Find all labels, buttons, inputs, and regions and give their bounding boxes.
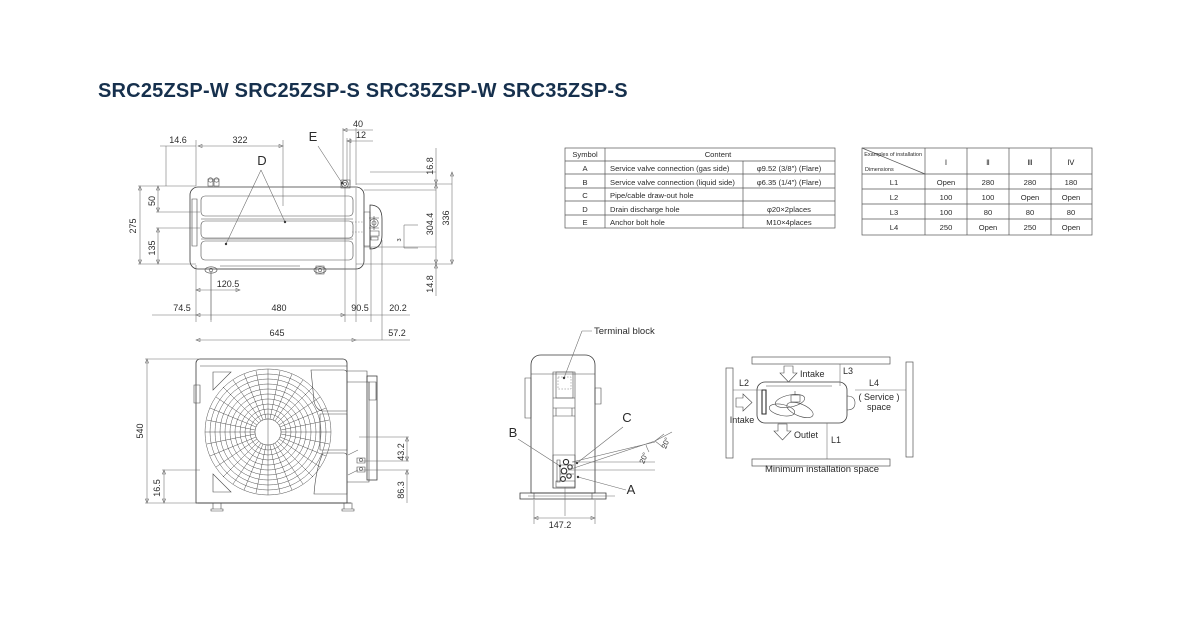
dim-74-5: 74.5 <box>173 303 191 313</box>
page-title: SRC25ZSP-W SRC25ZSP-S SRC35ZSP-W SRC35ZS… <box>98 80 628 102</box>
label-l2: L2 <box>739 378 749 388</box>
front-view-group: 540 16.5 43.2 86.3 <box>135 358 410 512</box>
dim-480: 480 <box>271 303 286 313</box>
service-space-line1: ( Service ) <box>858 392 899 402</box>
dim-304-4: 304.4 <box>425 213 435 236</box>
dim-16-8: 16.8 <box>425 157 435 175</box>
top-view-group: 14.6 322 40 12 16.8 304.4 <box>128 119 455 343</box>
dim-135: 135 <box>147 240 157 255</box>
callout-c-label: C <box>622 410 631 425</box>
label-outlet: Outlet <box>794 430 819 440</box>
dim-86-3: 86.3 <box>396 481 406 499</box>
label-l3: L3 <box>843 366 853 376</box>
dim-147-2: 147.2 <box>549 520 572 530</box>
install-space-caption: Minimum installation space <box>765 464 879 475</box>
installation-space-group: L3 L1 L2 L4 ( Service ) space Intake Int… <box>725 356 914 475</box>
dim-57-2: 57.2 <box>388 328 406 338</box>
dim-40: 40 <box>353 119 363 129</box>
dim-43-2: 43.2 <box>396 443 406 461</box>
dim-336: 336 <box>441 210 451 225</box>
dim-540: 540 <box>135 423 145 438</box>
side-view-group: Terminal block C B A 20° 20° <box>509 326 673 530</box>
label-l1: L1 <box>831 435 841 445</box>
dim-120-5: 120.5 <box>217 279 240 289</box>
dim-645: 645 <box>269 328 284 338</box>
dim-275: 275 <box>128 218 138 233</box>
callout-d-label: D <box>257 153 266 168</box>
dim-20-2: 20.2 <box>389 303 407 313</box>
service-space-line2: space <box>867 402 891 412</box>
dim-12: 12 <box>356 130 366 140</box>
dim-16-5: 16.5 <box>152 479 162 497</box>
callout-a-label: A <box>627 482 636 497</box>
dim-14-6: 14.6 <box>169 135 187 145</box>
angle-20-lower: 20° <box>637 451 650 465</box>
dim-322: 322 <box>232 135 247 145</box>
dim-90-5: 90.5 <box>351 303 369 313</box>
dim-50: 50 <box>147 196 157 206</box>
label-intake-top: Intake <box>800 369 825 379</box>
fan-grille-icon <box>204 368 332 496</box>
callout-b-label: B <box>509 425 518 440</box>
terminal-block-label: Terminal block <box>594 326 655 337</box>
callout-e-label: E <box>309 129 318 144</box>
label-l4: L4 <box>869 378 879 388</box>
dim-14-8: 14.8 <box>425 275 435 293</box>
angle-20-upper: 20° <box>659 436 672 450</box>
label-intake-left: Intake <box>730 415 755 425</box>
dim-small-3: 3 <box>397 238 403 241</box>
